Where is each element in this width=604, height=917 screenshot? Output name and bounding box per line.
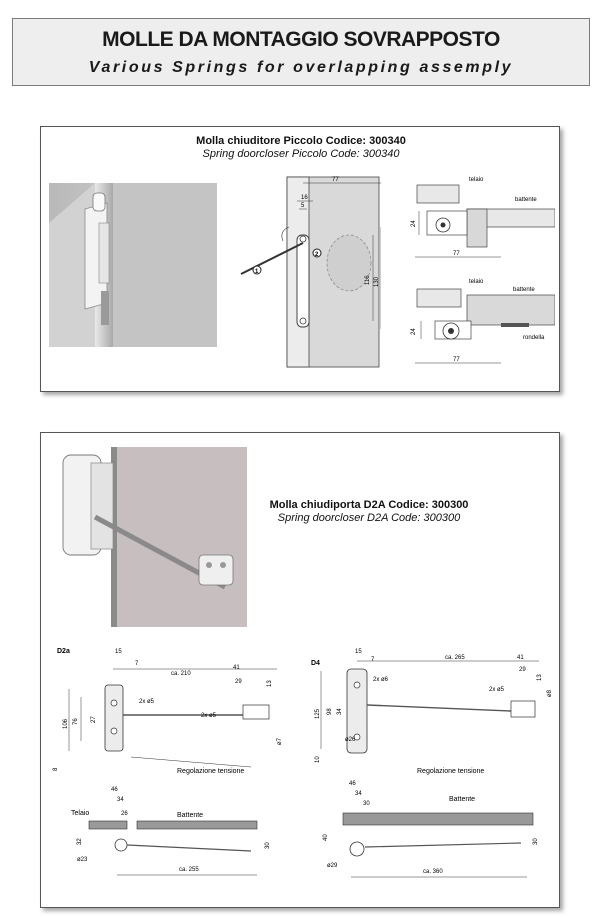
d2a-label: D2a <box>57 648 70 655</box>
d2a-dim-o7: ø7 <box>277 737 283 745</box>
d2a-hole-a: 2x ø5 <box>139 699 155 705</box>
d2a-leaf-label: Battente <box>177 812 203 819</box>
d2a-technical-drawing: D2a 15 7 ca. 210 41 29 13 2x ø5 2x ø5 10… <box>53 648 283 876</box>
d4-dim-46: 46 <box>349 781 356 787</box>
d2a-dim-27: 27 <box>91 716 97 723</box>
d4-dim-34: 34 <box>337 708 343 715</box>
piccolo-front-view: 77 16 5 116 130 1 2 <box>240 176 381 368</box>
dim-5: 5 <box>301 203 305 209</box>
piccolo-detail-top: telaio battente 24 77 <box>411 177 555 258</box>
d4-dim-o26: ø26 <box>345 737 356 743</box>
d4-dim-10: 10 <box>315 756 321 763</box>
d2a-dim-255: ca. 255 <box>179 867 199 873</box>
piccolo-bottom-washer-label: rondella <box>523 335 545 341</box>
d4-leaf-label: Battente <box>449 796 475 803</box>
d4-dim-360: ca. 360 <box>423 869 443 875</box>
d4-dim-265: ca. 265 <box>445 655 465 661</box>
d4-dim-o29: ø29 <box>327 863 338 869</box>
product-panel-piccolo: Molla chiuditore Piccolo Codice: 300340 … <box>40 126 560 392</box>
d2a-dim-29: 29 <box>235 679 242 685</box>
marker-2: 2 <box>315 252 319 258</box>
d4-dim-34b: 34 <box>355 791 362 797</box>
piccolo-top-dim-77: 77 <box>453 251 460 257</box>
d4-dim-40: 40 <box>323 834 329 841</box>
d2a-tension-label: Regolazione tensione <box>177 768 244 775</box>
piccolo-title-it: Molla chiuditore Piccolo Codice: 300340 <box>196 135 406 147</box>
d4-dim-98: 98 <box>327 708 333 715</box>
d2a-dim-41: 41 <box>233 665 240 671</box>
dim-77-top: 77 <box>332 177 339 183</box>
d2a-title-en: Spring doorcloser D2A Code: 300300 <box>277 512 461 524</box>
d4-hole-a: 2x ø6 <box>373 677 389 683</box>
d2a-title-it: Molla chiudiporta D2A Codice: 300300 <box>269 499 469 511</box>
page-header: MOLLE DA MONTAGGIO SOVRAPPOSTO Various S… <box>12 18 590 86</box>
d4-hole-b: 2x ø5 <box>489 687 505 693</box>
d4-dim-7: 7 <box>371 657 375 663</box>
d2a-dim-30: 30 <box>265 842 271 849</box>
d2a-title-block: Molla chiudiporta D2A Codice: 300300 Spr… <box>259 499 479 525</box>
dim-16: 16 <box>301 195 308 201</box>
page-title: MOLLE DA MONTAGGIO SOVRAPPOSTO <box>102 28 500 51</box>
d4-dim-15: 15 <box>355 649 362 655</box>
piccolo-title-en: Spring doorcloser Piccolo Code: 300340 <box>202 148 400 160</box>
piccolo-photo <box>49 183 217 347</box>
d4-label: D4 <box>311 660 320 667</box>
d2a-dim-34: 34 <box>117 797 124 803</box>
d4-dim-30: 30 <box>363 801 370 807</box>
piccolo-bottom-dim-24: 24 <box>411 328 417 335</box>
piccolo-bottom-leaf-label: battente <box>513 287 535 293</box>
dim-116: 116 <box>365 275 371 285</box>
d4-dim-30b: 30 <box>533 838 539 845</box>
d2a-dim-26: 26 <box>121 811 128 817</box>
piccolo-top-dim-24: 24 <box>411 220 417 227</box>
d2a-dim-76: 76 <box>73 718 79 725</box>
d4-dim-o8: ø8 <box>547 689 553 697</box>
piccolo-bottom-dim-77: 77 <box>453 357 460 363</box>
d2a-dim-32: 32 <box>77 838 83 845</box>
d2a-dim-210: ca. 210 <box>171 671 191 677</box>
d2a-dim-13: 13 <box>267 680 273 687</box>
product-panel-d2a: Molla chiudiporta D2A Codice: 300300 Spr… <box>40 432 560 908</box>
d4-dim-41: 41 <box>517 655 524 661</box>
d2a-photo <box>49 447 247 627</box>
d4-dim-29: 29 <box>519 667 526 673</box>
piccolo-bottom-frame-label: telaio <box>469 279 484 285</box>
d2a-dim-8: 8 <box>53 767 59 771</box>
d4-tension-label: Regolazione tensione <box>417 768 484 775</box>
piccolo-detail-bottom: telaio battente rondella 24 77 <box>411 279 555 364</box>
d2a-hole-b: 2x ø5 <box>201 713 217 719</box>
dim-130: 130 <box>374 276 380 287</box>
piccolo-top-frame-label: telaio <box>469 177 484 183</box>
d2a-dim-46: 46 <box>111 787 118 793</box>
d2a-dim-7: 7 <box>135 661 139 667</box>
piccolo-title-block: Molla chiuditore Piccolo Codice: 300340 … <box>171 135 431 161</box>
marker-1: 1 <box>255 269 259 275</box>
d2a-dim-15: 15 <box>115 649 122 655</box>
d4-dim-13: 13 <box>537 674 543 681</box>
d2a-frame-label: Telaio <box>71 810 89 817</box>
piccolo-top-leaf-label: battente <box>515 197 537 203</box>
d4-technical-drawing: D4 15 7 ca. 265 41 29 13 2x ø6 2x ø5 ø8 … <box>311 649 553 878</box>
d4-dim-125: 125 <box>315 708 321 719</box>
d2a-dim-o23: ø23 <box>77 857 88 863</box>
d2a-dim-106: 106 <box>63 718 69 729</box>
page-subtitle: Various Springs for overlapping assemply <box>88 59 514 76</box>
